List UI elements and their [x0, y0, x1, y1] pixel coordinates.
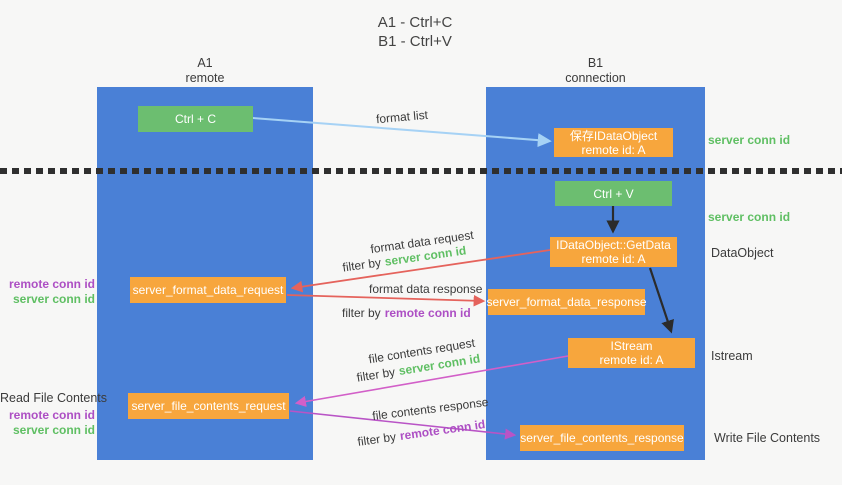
node-server-format-data-request: server_format_data_request [130, 277, 286, 303]
filter-by-text: filter by [355, 364, 397, 385]
edge-label-format-data-response: format data response [369, 282, 483, 296]
dotted-separator [0, 168, 842, 174]
node-format-request-label: server_format_data_request [132, 283, 284, 297]
label-server-conn-id-2: server conn id [12, 423, 95, 437]
lane-b1-name: B1 [587, 56, 604, 70]
filter-by-text: filter by [356, 429, 397, 449]
diagram-title: A1 - Ctrl+C B1 - Ctrl+V [330, 13, 500, 51]
node-file-response-label: server_file_contents_response [520, 431, 684, 445]
remote-conn-id-text: remote conn id [398, 417, 487, 443]
title-line-2: B1 - Ctrl+V [378, 33, 452, 50]
node-ctrl-c-label: Ctrl + C [174, 112, 216, 126]
node-server-file-contents-response: server_file_contents_response [520, 425, 684, 451]
node-server-format-data-response: server_format_data_response [486, 289, 647, 315]
edge-label-format-list: format list [375, 107, 429, 127]
node-save-idataobject-line2: remote id: A [581, 142, 646, 157]
remote-conn-id-text: remote conn id [384, 306, 471, 320]
label-remote-conn-id-2: remote conn id [8, 408, 95, 422]
node-save-idataobject-line1: 保存IDataObject [569, 128, 658, 143]
label-group-conn-ids-1: remote conn id server conn id [0, 277, 95, 307]
label-remote-conn-id-1: remote conn id [8, 277, 95, 291]
filter-by-text: filter by [342, 306, 381, 320]
title-line-1: A1 - Ctrl+C [377, 14, 453, 31]
node-getdata-line2: remote id: A [581, 252, 646, 266]
label-server-conn-id-top-right: server conn id [708, 133, 791, 147]
node-idataobject-getdata: IDataObject::GetData remote id: A [550, 237, 677, 267]
filter-by-text: filter by [341, 255, 382, 275]
label-write-file-contents: Write File Contents [714, 431, 821, 445]
lane-a1-sub: remote [185, 71, 225, 85]
node-istream: IStream remote id: A [568, 338, 695, 368]
node-getdata-line1: IDataObject::GetData [556, 238, 671, 252]
lane-a1-name: A1 [197, 56, 213, 70]
node-ctrl-v-label: Ctrl + V [593, 186, 634, 201]
node-ctrl-c: Ctrl + C [138, 106, 253, 132]
lane-header-b1: B1 connection [486, 56, 705, 86]
node-format-response-label: server_format_data_response [486, 295, 647, 309]
lane-header-a1: A1 remote [97, 56, 313, 86]
label-server-conn-id-1: server conn id [12, 292, 95, 306]
label-dataobject: DataObject [711, 246, 774, 260]
label-istream: Istream [711, 349, 753, 363]
label-server-conn-id-mid-right: server conn id [708, 210, 791, 224]
node-save-idataobject: 保存IDataObject remote id: A [554, 128, 673, 157]
node-file-request-label: server_file_contents_request [131, 399, 286, 413]
node-ctrl-v: Ctrl + V [555, 181, 672, 206]
node-istream-line1: IStream [610, 339, 653, 353]
node-server-file-contents-request: server_file_contents_request [128, 393, 289, 419]
label-read-file-contents: Read File Contents [0, 391, 108, 405]
label-group-conn-ids-2: remote conn id server conn id [0, 408, 95, 438]
lane-b1-sub: connection [565, 71, 626, 85]
node-istream-line2: remote id: A [599, 353, 664, 367]
